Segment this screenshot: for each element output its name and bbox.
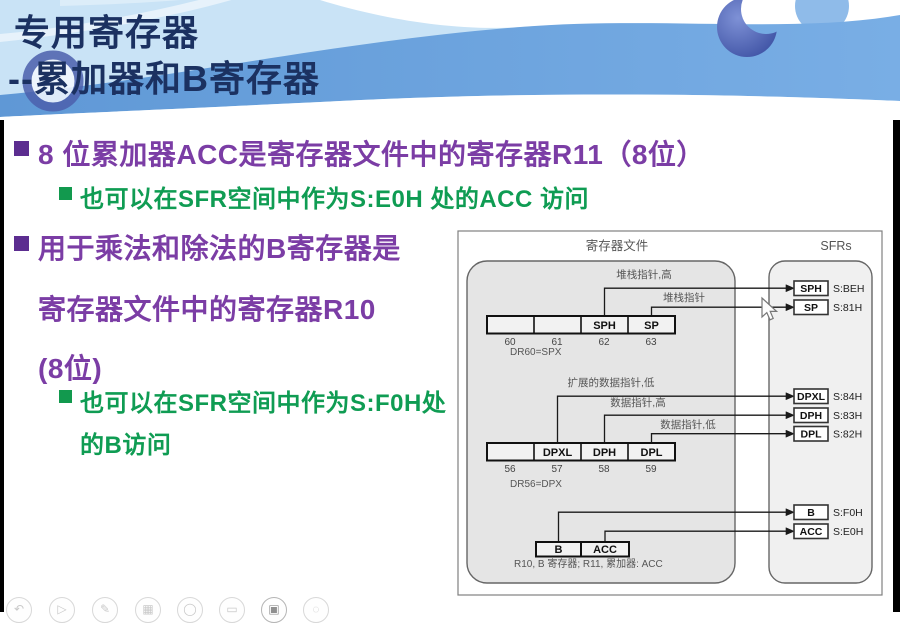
bullet1-sub-marker [59,187,72,200]
sfrs-title: SFRs [820,239,851,253]
dptr-cell-dpl: DPL [641,447,663,459]
decor-ring-circle [22,50,84,112]
acc-caption: R10, B 寄存器; R11, 累加器: ACC [514,557,663,570]
stack-num-61: 61 [551,337,563,348]
slide-title-line2: --累加器和B寄存器 [8,58,320,99]
arrow-sph [603,284,795,316]
dptr-num-57: 57 [551,464,563,475]
svg-text:SPH: SPH [800,283,822,295]
sfr-entry-b: B S:F0H [793,504,863,521]
mouse-cursor [761,296,779,321]
stack-note: DR60=SPX [510,347,562,358]
bullet2-line1: 用于乘法和除法的B寄存器是 [38,233,401,264]
arrow-acc [604,527,795,542]
dptr-ext-label: 扩展的数据指针,低 [568,376,655,389]
acc-cell-acc: ACC [593,544,617,556]
stack-num-62: 62 [598,337,610,348]
stack-cell-sph: SPH [593,320,616,332]
bullet1-text: 8 位累加器ACC是寄存器文件中的寄存器R11（8位） [38,139,705,170]
svg-text:DPXL: DPXL [797,391,826,403]
arrow-dpl [650,429,795,443]
toolbar-comment-icon[interactable]: ▭ [219,597,245,623]
dptr-num-58: 58 [598,464,610,475]
stack-cell-sp: SP [644,320,659,332]
arrow-dph [603,411,795,443]
dptr-note: DR56=DPX [510,479,562,490]
dptr-cell-dph: DPH [593,447,616,459]
register-file-box [466,260,736,584]
sfr-entry-dph: DPH S:83H [793,407,862,424]
dptr-cell-dpxl: DPXL [543,447,573,459]
bullet1-marker [14,141,29,156]
toolbar-record-icon[interactable]: ◯ [177,597,203,623]
sfr-entry-acc: ACC S:E0H [793,523,863,540]
sfr-entry-dpl: DPL S:82H [793,425,862,442]
dptr-num-59: 59 [645,464,657,475]
svg-text:S:E0H: S:E0H [833,526,863,538]
arrow-sp [650,303,795,316]
arrow-b [557,508,795,542]
letterbox-right [893,0,900,612]
slide-banner: 专用寄存器 --累加器和B寄存器 [0,0,900,120]
toolbar-screen-icon[interactable]: ▣ [261,597,287,623]
bullet2-sub-marker [59,390,72,403]
arrow-dpxl [556,392,795,443]
svg-text:DPH: DPH [800,410,822,422]
stack-num-60: 60 [504,337,516,348]
presenter-toolbar: ↶ ▷ ✎ ▦ ◯ ▭ ▣ ◌ [0,597,900,623]
toolbar-whiteboard-icon[interactable]: ▦ [135,597,161,623]
stack-label: 堆栈指针 [663,291,705,304]
dptr-low-label: 数据指针,低 [660,418,716,431]
sfr-entry-dpxl: DPXL S:84H [793,388,862,405]
svg-text:DPL: DPL [801,429,823,441]
acc-cell-b: B [555,544,563,556]
svg-text:SP: SP [804,302,818,314]
sfr-entry-sph: SPH S:BEH [793,280,865,297]
stack-high-label: 堆栈指针,高 [616,268,671,281]
dptr-high-label: 数据指针,高 [610,396,665,409]
bullet2-marker [14,236,29,251]
register-diagram: 寄存器文件 SFRs 堆栈指针,高 堆栈指针 SPH SP 60 61 62 6… [457,230,884,597]
toolbar-undo-icon[interactable]: ↶ [6,597,32,623]
acc-cell-acc-box [580,541,630,558]
bullet2-sub-line1: 也可以在SFR空间中作为S:F0H处 [80,390,447,417]
svg-text:S:F0H: S:F0H [833,507,863,519]
toolbar-pen-icon[interactable]: ✎ [92,597,118,623]
bullet2-line2: 寄存器文件中的寄存器R10 [38,294,376,325]
svg-text:S:84H: S:84H [833,391,862,403]
register-file-title: 寄存器文件 [586,238,649,253]
letterbox-left [0,0,4,612]
crescent-logo [717,0,777,57]
dptr-num-56: 56 [504,464,516,475]
banner-wave-art [0,0,900,120]
toolbar-more-icon[interactable]: ◌ [303,597,329,623]
bullet2-sub-line2: 的B访问 [80,432,172,459]
svg-text:S:82H: S:82H [833,429,862,441]
slide-title-line1: 专用寄存器 [14,12,200,53]
toolbar-play-icon[interactable]: ▷ [49,597,75,623]
svg-text:S:BEH: S:BEH [833,283,865,295]
stack-num-63: 63 [645,337,657,348]
svg-text:S:83H: S:83H [833,410,862,422]
sfr-entry-sp: SP S:81H [793,299,862,316]
svg-text:S:81H: S:81H [833,302,862,314]
svg-text:ACC: ACC [800,526,823,538]
bullet1-sub-text: 也可以在SFR空间中作为S:E0H 处的ACC 访问 [80,186,590,213]
svg-text:B: B [807,507,815,519]
bullet2-line3: (8位) [38,353,103,384]
